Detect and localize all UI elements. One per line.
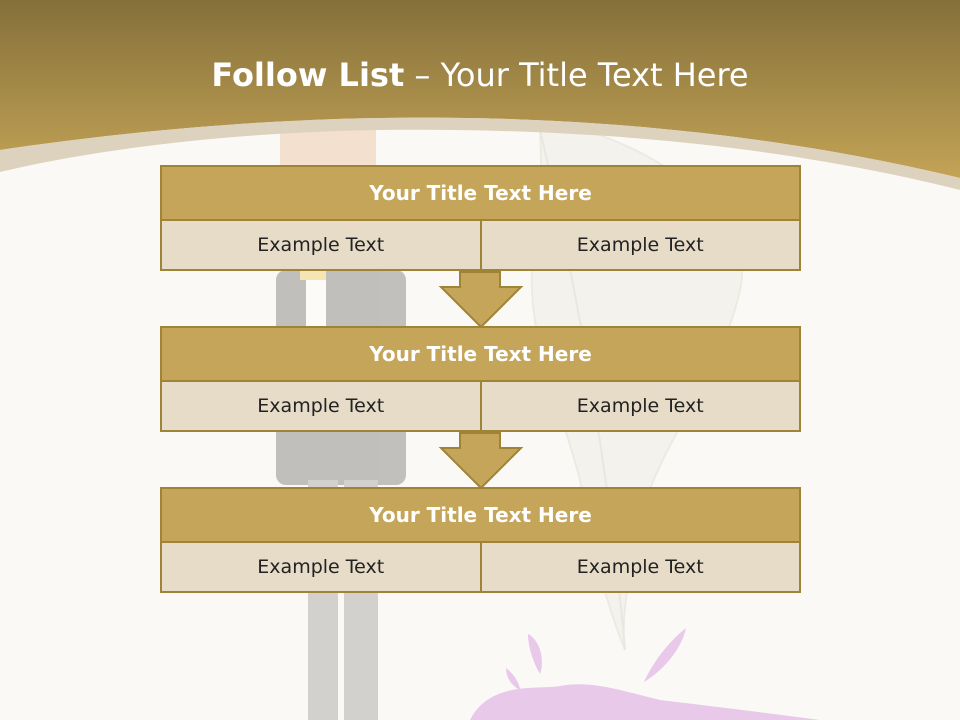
- down-arrow-icon: [438, 432, 524, 490]
- down-arrow-icon: [438, 271, 524, 329]
- slide-title-bold: Follow List: [211, 56, 405, 94]
- slide-title-rest: – Your Title Text Here: [404, 56, 749, 94]
- flow-box-title: Your Title Text Here: [160, 326, 801, 382]
- flow-box-right-text: Example Text: [481, 382, 801, 432]
- slide-title: Follow List – Your Title Text Here: [0, 50, 960, 100]
- flow-box-3: Your Title Text Here Example Text Exampl…: [160, 487, 801, 593]
- flow-box-1: Your Title Text Here Example Text Exampl…: [160, 165, 801, 271]
- flow-box-left-text: Example Text: [160, 382, 482, 432]
- header-swoosh: [0, 117, 960, 190]
- flow-box-left-text: Example Text: [160, 221, 482, 271]
- flow-box-right-text: Example Text: [481, 221, 801, 271]
- flow-box-row: Example Text Example Text: [160, 382, 801, 432]
- flow-box-left-text: Example Text: [160, 543, 482, 593]
- flow-box-right-text: Example Text: [481, 543, 801, 593]
- pink-splash-illustration: [470, 628, 820, 720]
- flow-box-title: Your Title Text Here: [160, 487, 801, 543]
- flow-box-row: Example Text Example Text: [160, 543, 801, 593]
- header-band: [0, 0, 960, 178]
- flow-box-title: Your Title Text Here: [160, 165, 801, 221]
- flow-box-2: Your Title Text Here Example Text Exampl…: [160, 326, 801, 432]
- flow-box-row: Example Text Example Text: [160, 221, 801, 271]
